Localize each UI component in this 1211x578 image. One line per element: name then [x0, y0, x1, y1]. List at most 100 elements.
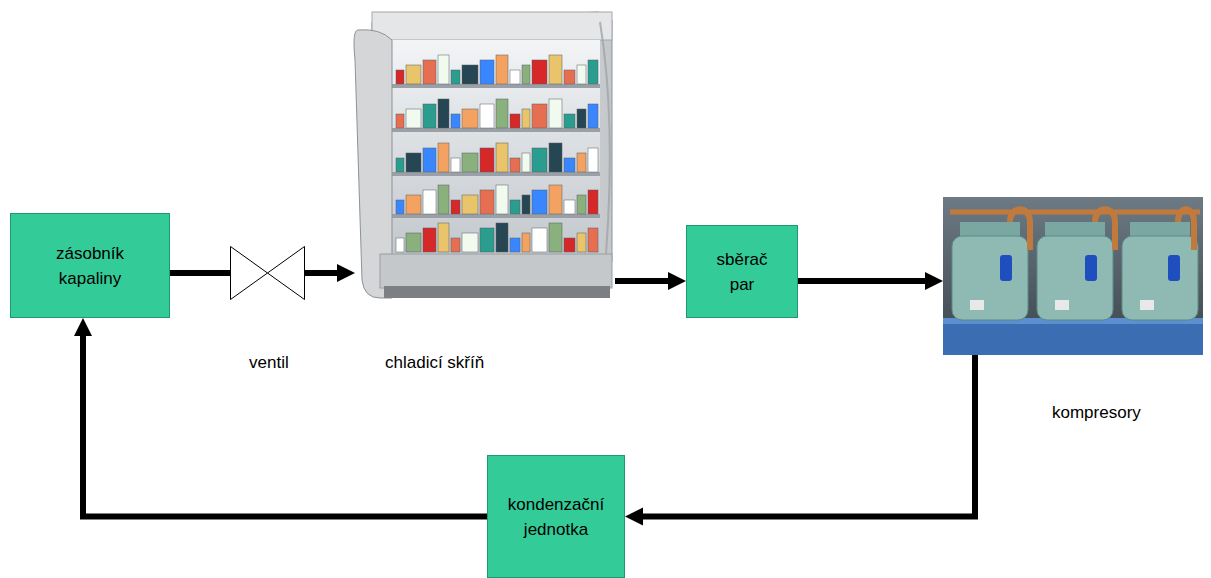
flow-arrow: [798, 272, 943, 290]
process-box: kondenzační jednotka: [487, 455, 625, 578]
product-pack: [396, 238, 404, 252]
flow-arrow: [170, 273, 230, 274]
product-pack: [564, 114, 575, 128]
compressor-body: [952, 236, 1028, 320]
shelf: [392, 84, 600, 88]
compressor-gauge: [970, 300, 984, 310]
product-pack: [396, 114, 404, 128]
product-pack: [462, 153, 478, 172]
product-pack: [564, 200, 575, 214]
copper-pipe: [1178, 209, 1194, 250]
product-pack: [510, 70, 520, 84]
product-pack: [438, 185, 449, 214]
compressor-unit: [1037, 209, 1115, 320]
flow-line: [637, 355, 975, 517]
flow-line: [798, 278, 931, 284]
compressor-valve: [1085, 255, 1097, 281]
flow-arrow: [625, 355, 975, 526]
compressor-gauge: [1055, 300, 1069, 310]
product-pack: [423, 148, 436, 172]
product-pack: [462, 65, 478, 84]
case-kick-plate: [384, 286, 610, 298]
compressor-unit: [952, 209, 1030, 320]
case-base: [380, 254, 612, 288]
compressor-gauge: [1140, 300, 1154, 310]
compressor-body: [1122, 236, 1198, 320]
product-pack: [496, 143, 508, 172]
product-pack: [438, 99, 449, 128]
flow-arrow: [74, 318, 487, 517]
box-label: kondenzační jednotka: [500, 492, 612, 542]
product-pack: [496, 99, 508, 128]
product-pack: [588, 104, 598, 128]
valve-outline: [230, 246, 305, 300]
product-pack: [577, 153, 586, 172]
product-pack: [510, 114, 520, 128]
equipment-label: chladicí skříň: [385, 350, 484, 375]
product-pack: [532, 104, 547, 128]
product-pack: [532, 190, 547, 214]
product-pack: [462, 109, 478, 128]
flow-arrow: [615, 272, 686, 290]
copper-pipe: [1095, 209, 1115, 250]
case-interior: [392, 40, 600, 254]
product-pack: [549, 55, 562, 84]
product-pack: [480, 228, 494, 252]
shelf: [392, 172, 600, 176]
product-pack: [423, 190, 436, 214]
process-box: sběrač par: [686, 225, 798, 318]
product-pack: [451, 158, 460, 172]
product-pack: [549, 223, 562, 252]
product-pack: [532, 228, 547, 252]
product-pack: [522, 109, 530, 128]
case-body: [372, 12, 612, 268]
process-box: zásobník kapaliny: [10, 213, 170, 318]
product-pack: [510, 200, 520, 214]
product-pack: [588, 60, 598, 84]
equipment-picture: kompresory: [943, 197, 1203, 355]
shelf: [392, 214, 600, 218]
product-pack: [480, 148, 494, 172]
valve-triangle: [268, 247, 305, 300]
equipment-label: ventil: [249, 350, 289, 375]
product-pack: [522, 153, 530, 172]
product-pack: [451, 114, 460, 128]
box-label: sběrač par: [706, 247, 778, 297]
product-pack: [522, 65, 530, 84]
product-pack: [588, 190, 598, 214]
product-pack: [564, 70, 575, 84]
product-pack: [451, 238, 460, 252]
product-pack: [510, 158, 520, 172]
copper-pipe: [1010, 209, 1030, 250]
product-pack: [496, 185, 508, 214]
valve-triangle: [231, 247, 268, 300]
copper-manifold: [950, 210, 1200, 215]
compressor-illustration: [943, 197, 1203, 355]
product-pack: [396, 158, 404, 172]
arrow-head: [337, 264, 355, 282]
box-label: zásobník kapaliny: [38, 241, 142, 291]
compressor-body: [1037, 236, 1113, 320]
product-pack: [549, 143, 562, 172]
product-pack: [577, 65, 586, 84]
arrow-head: [625, 508, 643, 526]
product-pack: [462, 233, 478, 252]
product-pack: [532, 148, 547, 172]
product-pack: [406, 153, 421, 172]
shelf: [392, 128, 600, 132]
compressor-background: [943, 197, 1203, 355]
flow-arrow: [305, 264, 355, 282]
case-canopy: [372, 12, 612, 40]
product-pack: [406, 195, 421, 214]
valve-symbol: ventil: [230, 246, 305, 300]
product-pack: [549, 99, 562, 128]
compressor-unit: [1122, 209, 1198, 320]
product-pack: [438, 223, 449, 252]
product-pack: [549, 185, 562, 214]
compressor-valve: [1168, 255, 1180, 281]
arrow-head: [668, 272, 686, 290]
product-pack: [462, 195, 478, 214]
product-pack: [577, 195, 586, 214]
product-pack: [564, 158, 575, 172]
